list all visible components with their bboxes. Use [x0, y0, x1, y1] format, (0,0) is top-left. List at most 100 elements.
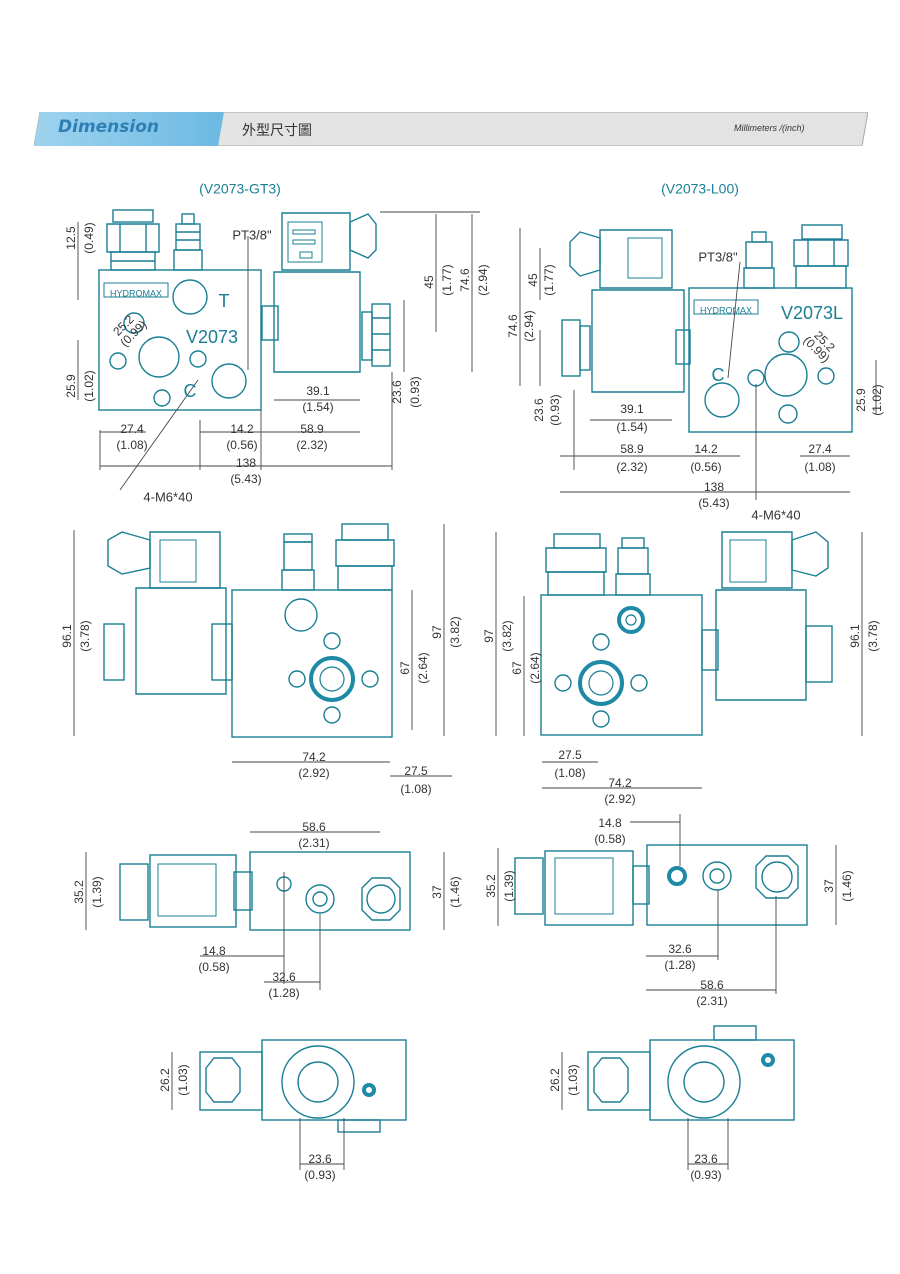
dim-23-6-right: 23.6: [532, 398, 546, 422]
bottom-right-view: [587, 1025, 795, 1121]
header-title: Dimension: [58, 117, 160, 137]
dim-line-26: [727, 261, 741, 379]
hydromax-label-right: HYDROMAX: [700, 305, 752, 315]
dim-35-2-right: 35.2: [484, 874, 498, 898]
port-c-label-right: C: [712, 365, 725, 385]
dim-138-right: 138: [704, 480, 724, 494]
dim-58-6-left: 58.6: [302, 820, 326, 834]
dim-1-02-right: (1.02): [870, 384, 884, 415]
dim-27-5-left: 27.5: [404, 764, 428, 778]
model-text-left: V2073: [186, 327, 238, 347]
dim-96-1-right: 96.1: [848, 624, 862, 648]
fitting-rings: [309, 606, 775, 1097]
dim-5-43-right: (5.43): [698, 496, 729, 510]
dim-37-right: 37: [822, 879, 836, 893]
dim-3-78-left: (3.78): [78, 620, 92, 651]
model-caption-left: (V2073-GT3): [199, 181, 281, 197]
dim-2-31-left: (2.31): [298, 836, 329, 850]
dim-2-92-left: (2.92): [298, 766, 329, 780]
dim-3-82-right: (3.82): [500, 620, 514, 651]
dim-2-94-right: (2.94): [522, 310, 536, 341]
dim-line-16: [119, 379, 199, 491]
dim-1-08-mid-left: (1.08): [400, 782, 431, 796]
dim-26-2-right: 26.2: [548, 1068, 562, 1092]
dim-0-58-left: (0.58): [198, 960, 229, 974]
dim-67-left: 67: [398, 661, 412, 675]
dim-1-08-left: (1.08): [116, 438, 147, 452]
dim-0-93-left: (0.93): [408, 376, 422, 407]
dim-2-64-left: (2.64): [416, 652, 430, 683]
dim-2-32-left: (2.32): [296, 438, 327, 452]
dim-1-77-left: (1.77): [440, 264, 454, 295]
dim-26-2-left: 26.2: [158, 1068, 172, 1092]
dim-14-8-right: 14.8: [598, 816, 622, 830]
dim-138-left: 138: [236, 456, 256, 470]
dim-2-31-right: (2.31): [696, 994, 727, 1008]
dim-74-2-left: 74.2: [302, 750, 326, 764]
dim-14-2-right: 14.2: [694, 442, 718, 456]
dim-1-54-left: (1.54): [302, 400, 333, 414]
dim-1-39-right: (1.39): [502, 870, 516, 901]
dim-58-9-left: 58.9: [300, 422, 324, 436]
pt-label-left: PT3/8": [232, 227, 272, 242]
dim-45-left: 45: [422, 275, 436, 289]
dim-3-78-right: (3.78): [866, 620, 880, 651]
third-left-view: [119, 851, 411, 931]
dim-74-2-right: 74.2: [608, 776, 632, 790]
dim-25-9-left: 25.9: [64, 374, 78, 398]
dim-74-6-left: 74.6: [458, 268, 472, 292]
dim-0-56-left: (0.56): [226, 438, 257, 452]
dim-14-2-left: 14.2: [230, 422, 254, 436]
dim-0-93-bottom-right: (0.93): [690, 1168, 721, 1182]
pt-label-right: PT3/8": [698, 249, 738, 264]
dim-1-46-right: (1.46): [840, 870, 854, 901]
dim-37-left: 37: [430, 885, 444, 899]
dim-2-92-right: (2.92): [604, 792, 635, 806]
dim-2-94-left: (2.94): [476, 264, 490, 295]
dim-58-6-right: 58.6: [700, 978, 724, 992]
dim-1-08-right: (1.08): [804, 460, 835, 474]
port-c-label-left: C: [184, 381, 197, 401]
dim-1-08-mid-right: (1.08): [554, 766, 585, 780]
hydromax-label-left: HYDROMAX: [110, 288, 162, 298]
dim-12-5: 12.5: [64, 226, 78, 250]
dim-2-32-right: (2.32): [616, 460, 647, 474]
dim-0-49: (0.49): [82, 222, 96, 253]
dim-1-03-left: (1.03): [176, 1064, 190, 1095]
dim-0-58-right: (0.58): [594, 832, 625, 846]
mount-label-left: 4-M6*40: [143, 489, 192, 504]
section-header: Dimension 外型尺寸圖 Millimeters /(inch): [34, 112, 868, 146]
header-units: Millimeters /(inch): [734, 123, 805, 133]
dim-32-6-left: 32.6: [272, 970, 296, 984]
dim-5-43-left: (5.43): [230, 472, 261, 486]
middle-left-view: [103, 523, 395, 738]
model-text-right: V2073L: [781, 303, 843, 323]
dim-27-4-right: 27.4: [808, 442, 832, 456]
dim-3-82-left: (3.82): [448, 616, 462, 647]
dim-74-6-right: 74.6: [506, 314, 520, 338]
dim-45-right: 45: [526, 273, 540, 287]
third-right-view: [514, 844, 808, 926]
dim-39-1-left: 39.1: [306, 384, 330, 398]
dim-35-2-left: 35.2: [72, 880, 86, 904]
dim-1-28-right: (1.28): [664, 958, 695, 972]
dim-97-left: 97: [430, 625, 444, 639]
dim-1-28-left: (1.28): [268, 986, 299, 1000]
dim-1-77-right: (1.77): [542, 264, 556, 295]
dim-1-46-left: (1.46): [448, 876, 462, 907]
dim-32-6-right: 32.6: [668, 942, 692, 956]
dim-23-6-bottom-right: 23.6: [694, 1152, 718, 1166]
dim-67-right: 67: [510, 661, 524, 675]
dim-23-6-bottom-left: 23.6: [308, 1152, 332, 1166]
dim-96-1-left: 96.1: [60, 624, 74, 648]
dim-27-5-right: 27.5: [558, 748, 582, 762]
dim-25-9-right: 25.9: [854, 388, 868, 412]
dim-1-54-right: (1.54): [616, 420, 647, 434]
dim-0-93-right: (0.93): [548, 394, 562, 425]
port-t-label: T: [219, 291, 230, 311]
dim-27-4-left: 27.4: [120, 422, 144, 436]
middle-right-view: [540, 531, 833, 736]
dimension-lines: [73, 211, 877, 1170]
dim-14-8-left: 14.8: [202, 944, 226, 958]
